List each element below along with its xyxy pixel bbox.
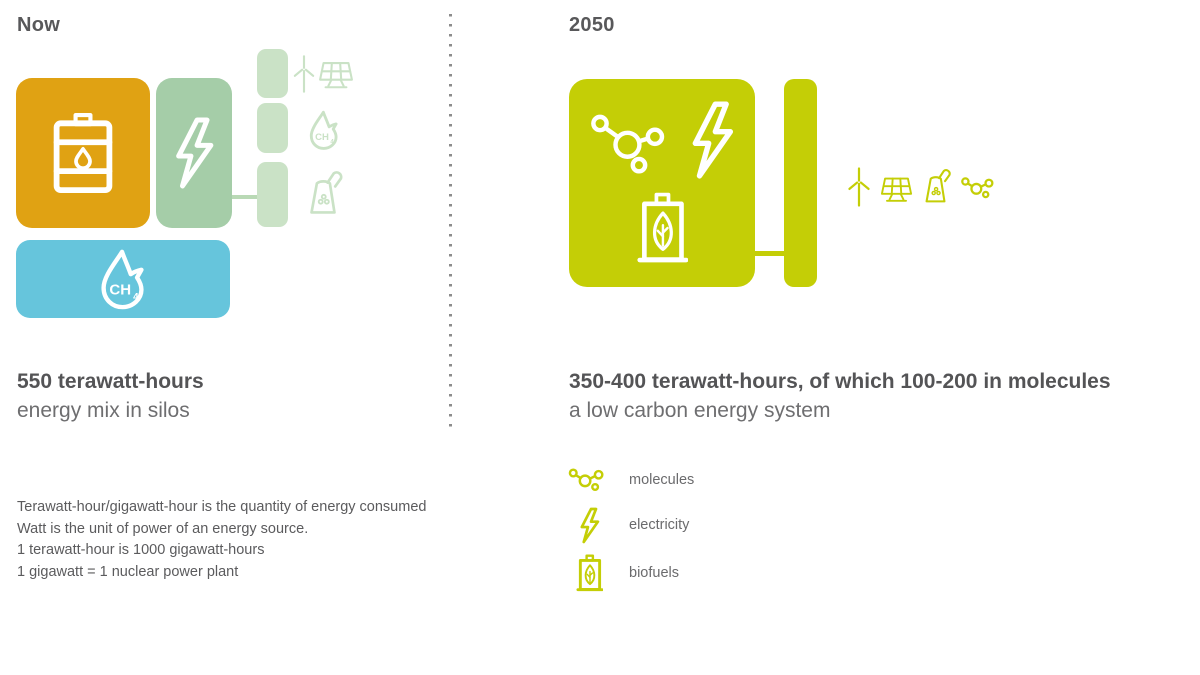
future-stat-title: 350-400 terawatt-hours, of which 100-200… (569, 370, 1111, 393)
solar-panel-icon (880, 177, 913, 202)
now-stat-title: 550 terawatt-hours (17, 370, 204, 393)
now-stat: 550 terawatt-hours energy mix in silos (17, 367, 204, 425)
molecules-icon (568, 468, 604, 492)
legend-row-molecules: molecules (567, 460, 694, 500)
dotted-divider (449, 14, 452, 432)
molecules-icon (961, 177, 994, 199)
future-stat-subtitle: a low carbon energy system (569, 399, 831, 422)
oil-barrel-icon (53, 112, 113, 194)
legend-row-biofuels: biofuels (567, 553, 679, 593)
nuclear-plant-icon (310, 171, 343, 214)
methane-formula-base: CH (109, 282, 131, 299)
wind-turbine-icon (293, 55, 315, 93)
nuclear-plant-icon (925, 169, 951, 203)
methane-block: CH 4 (16, 240, 230, 318)
footnote-line: 1 gigawatt = 1 nuclear power plant (17, 563, 239, 580)
now-connector-line (232, 195, 258, 199)
electricity-icon (579, 507, 599, 543)
output-cell-gas (257, 103, 288, 153)
footnote-line: Terawatt-hour/gigawatt-hour is the quant… (17, 499, 427, 515)
legend-label-molecules: molecules (629, 472, 695, 488)
output-cell-nuclear (257, 162, 288, 227)
methane-drop-icon: CH 4 (101, 249, 144, 310)
biofuel-barrel-icon (637, 192, 688, 263)
electricity-block (156, 78, 232, 228)
solar-panel-icon (319, 61, 353, 89)
biofuels-icon (575, 554, 603, 592)
legend-label-biofuels: biofuels (629, 565, 679, 581)
methane-formula-sub: 4 (133, 292, 139, 303)
footnote: Terawatt-hour/gigawatt-hour is the quant… (17, 497, 426, 583)
now-stat-subtitle: energy mix in silos (17, 399, 190, 422)
methane-drop-icon: CH 4 (309, 110, 338, 150)
lightning-bolt-icon (176, 117, 214, 189)
integrated-energy-block (569, 79, 755, 287)
methane-formula-base: CH (315, 132, 329, 143)
output-cell-renewables (257, 49, 288, 98)
lightning-bolt-icon (692, 101, 734, 179)
future-connector-line (754, 251, 785, 256)
methane-formula-sub: 4 (330, 139, 334, 145)
molecules-icon (591, 114, 665, 174)
legend-label-electricity: electricity (629, 517, 690, 533)
oil-block (16, 78, 150, 228)
future-title: 2050 (569, 14, 615, 36)
wind-turbine-icon (848, 167, 870, 207)
now-title: Now (17, 14, 61, 36)
integrated-output-bar (784, 79, 817, 287)
future-stat: 350-400 terawatt-hours, of which 100-200… (569, 367, 1111, 425)
footnote-line: 1 terawatt-hour is 1000 gigawatt-hours (17, 542, 265, 558)
footnote-line: Watt is the unit of power of an energy s… (17, 520, 309, 537)
legend-row-electricity: electricity (567, 505, 689, 545)
